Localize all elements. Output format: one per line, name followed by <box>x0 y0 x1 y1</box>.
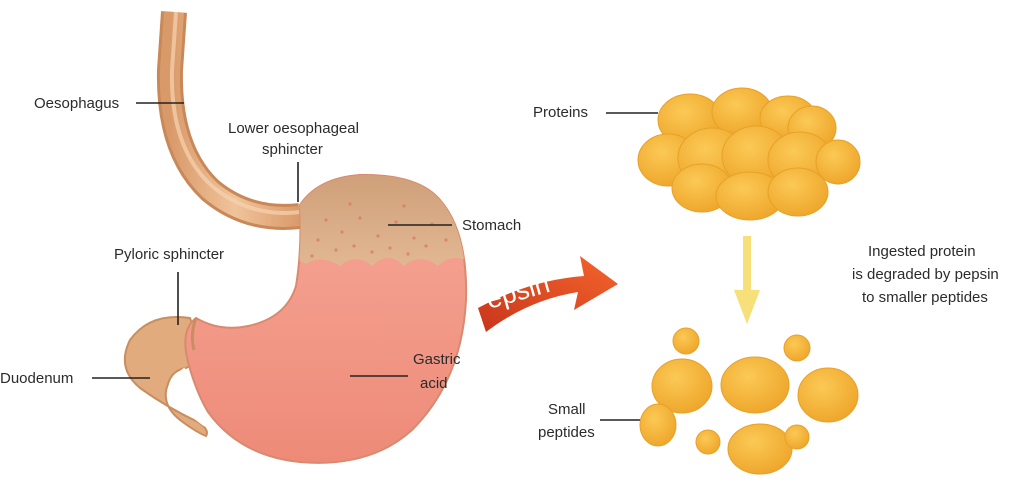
proteins-label: Proteins <box>533 104 588 121</box>
leader-lines <box>92 102 658 421</box>
peptides-label-line2: peptides <box>538 424 595 441</box>
les-label-line2: sphincter <box>262 141 323 158</box>
caption-line3: to smaller peptides <box>862 289 988 306</box>
stomach <box>184 173 468 464</box>
protein-cluster <box>637 87 861 221</box>
pepsin-arrow: Pepsin <box>465 256 618 332</box>
duodenum-label: Duodenum <box>0 370 73 387</box>
stomach-label: Stomach <box>462 217 521 234</box>
pyloric-label: Pyloric sphincter <box>114 246 224 263</box>
caption-line1: Ingested protein <box>868 243 976 260</box>
les-label-line1: Lower oesophageal <box>228 120 359 137</box>
oesophagus-label: Oesophagus <box>34 95 119 112</box>
gastric-label-line2: acid <box>420 375 448 392</box>
peptides-label-line1: Small <box>548 401 586 418</box>
peptide-blobs <box>639 327 859 475</box>
down-arrow <box>734 236 760 324</box>
caption-line2: is degraded by pepsin <box>852 266 999 283</box>
oesophagus <box>156 11 302 230</box>
gastric-label-line1: Gastric <box>413 351 461 368</box>
